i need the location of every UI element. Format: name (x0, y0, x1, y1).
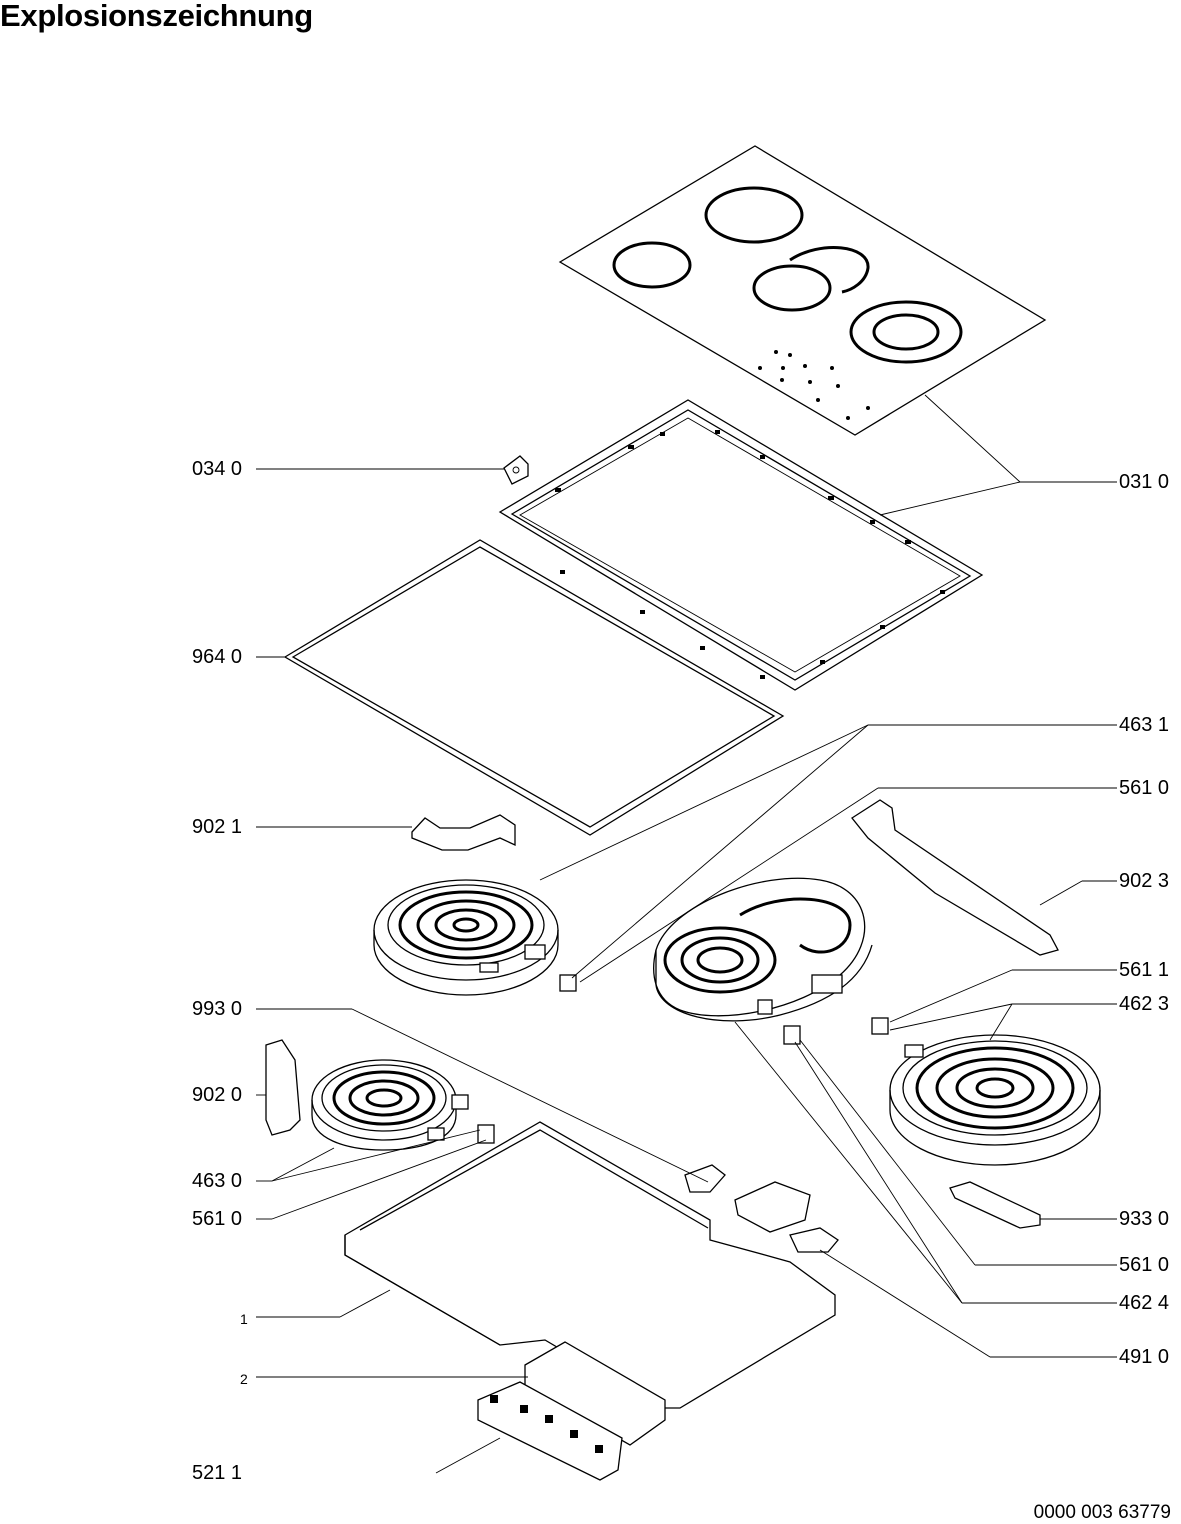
terminal-561-b (783, 1025, 801, 1045)
control-electronics (477, 1381, 623, 1481)
part-label-462-3: 462 3 (1119, 993, 1170, 1015)
part-label-462-4: 462 4 (1119, 1292, 1170, 1314)
part-label-964-0: 964 0 (192, 646, 243, 668)
clip-993-0 (684, 1164, 726, 1193)
glass-ceramic-top (558, 145, 1047, 436)
bracket-902-1 (411, 814, 516, 851)
part-label-561-0-right: 561 0 (1119, 1254, 1170, 1276)
terminal-561-a (559, 974, 577, 992)
part-label-491-0: 491 0 (1119, 1346, 1170, 1368)
page-title: Explosionszeichnung (0, 0, 313, 33)
part-label-902-3: 902 3 (1119, 870, 1170, 892)
bottom-tray (344, 1121, 836, 1409)
radiant-heater-463-1 (373, 879, 559, 996)
part-label-993-0: 993 0 (192, 998, 243, 1020)
sensor-bracket-933-0 (949, 1181, 1041, 1229)
part-label-2: 2 (240, 1371, 248, 1387)
terminal-561-c (477, 1124, 495, 1144)
radiant-heater-462-3 (889, 1034, 1101, 1166)
oval-heater-462-4 (653, 877, 873, 1022)
part-label-561-0-top: 561 0 (1119, 777, 1170, 799)
part-label-463-1: 463 1 (1119, 714, 1170, 736)
part-label-521-1: 521 1 (192, 1462, 243, 1484)
bracket-902-3 (851, 799, 1059, 956)
terminal-block-491-0 (734, 1181, 839, 1253)
part-label-1: 1 (240, 1311, 248, 1327)
hob-frame (498, 399, 984, 691)
part-label-561-0-left: 561 0 (192, 1208, 243, 1230)
seal-gasket (283, 539, 785, 836)
radiant-heater-463-0 (311, 1059, 469, 1151)
leader-lines (256, 394, 1117, 1474)
part-label-902-1: 902 1 (192, 816, 243, 838)
retaining-clip (503, 455, 529, 485)
part-label-031-0: 031 0 (1119, 471, 1170, 493)
part-label-034-0: 034 0 (192, 458, 243, 480)
part-label-463-0: 463 0 (192, 1170, 243, 1192)
part-label-561-1: 561 1 (1119, 959, 1170, 981)
part-label-902-0: 902 0 (192, 1084, 243, 1106)
document-number: 0000 003 63779 (1033, 1502, 1171, 1523)
bracket-902-0 (265, 1039, 301, 1136)
part-label-933-0: 933 0 (1119, 1208, 1170, 1230)
terminal-561-1 (871, 1017, 889, 1035)
